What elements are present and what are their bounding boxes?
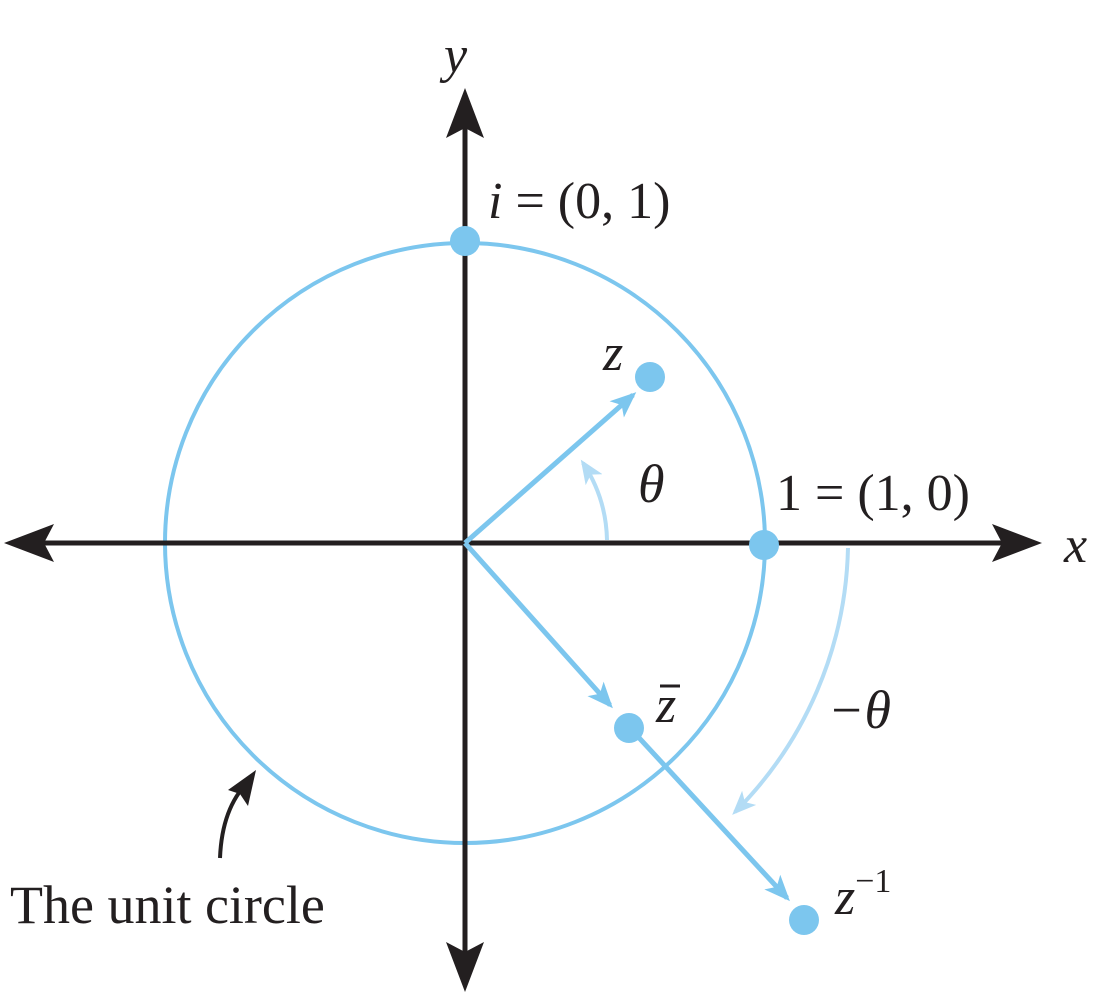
caption-pointer-arrowhead: [228, 770, 256, 806]
neg-theta-label: −θ: [828, 680, 891, 740]
y-axis-arrow-bottom: [446, 942, 484, 992]
x-axis-arrow-left: [4, 524, 54, 562]
theta-arc: [580, 459, 609, 541]
vector-zinv: [628, 726, 790, 902]
unit-circle-caption: The unit circle: [10, 875, 325, 935]
x-axis-label: x: [1063, 517, 1087, 574]
point-i-value: = (0, 1): [502, 173, 670, 230]
point-i: [450, 226, 480, 256]
vector-z: [463, 392, 637, 545]
point-zinv-base: z: [834, 869, 855, 926]
point-zinv: [789, 905, 819, 935]
point-zinv-label: z−1: [834, 863, 891, 926]
point-zbar-label: z: [655, 677, 676, 734]
point-z: [635, 362, 665, 392]
point-z-label: z: [602, 325, 623, 382]
neg-theta-arc: [732, 547, 850, 815]
point-one: [749, 530, 779, 560]
point-i-label: i = (0, 1): [488, 173, 670, 230]
point-one-label: 1 = (1, 0): [776, 465, 970, 522]
x-axis-arrow-right: [992, 524, 1042, 562]
y-axis-label: y: [439, 27, 468, 84]
point-zbar: [614, 713, 644, 743]
theta-label: θ: [638, 454, 665, 514]
vector-zbar: [463, 541, 613, 709]
point-i-symbol: i: [488, 173, 502, 230]
point-zinv-exponent: −1: [855, 863, 891, 900]
y-axis-arrow-top: [446, 88, 484, 138]
